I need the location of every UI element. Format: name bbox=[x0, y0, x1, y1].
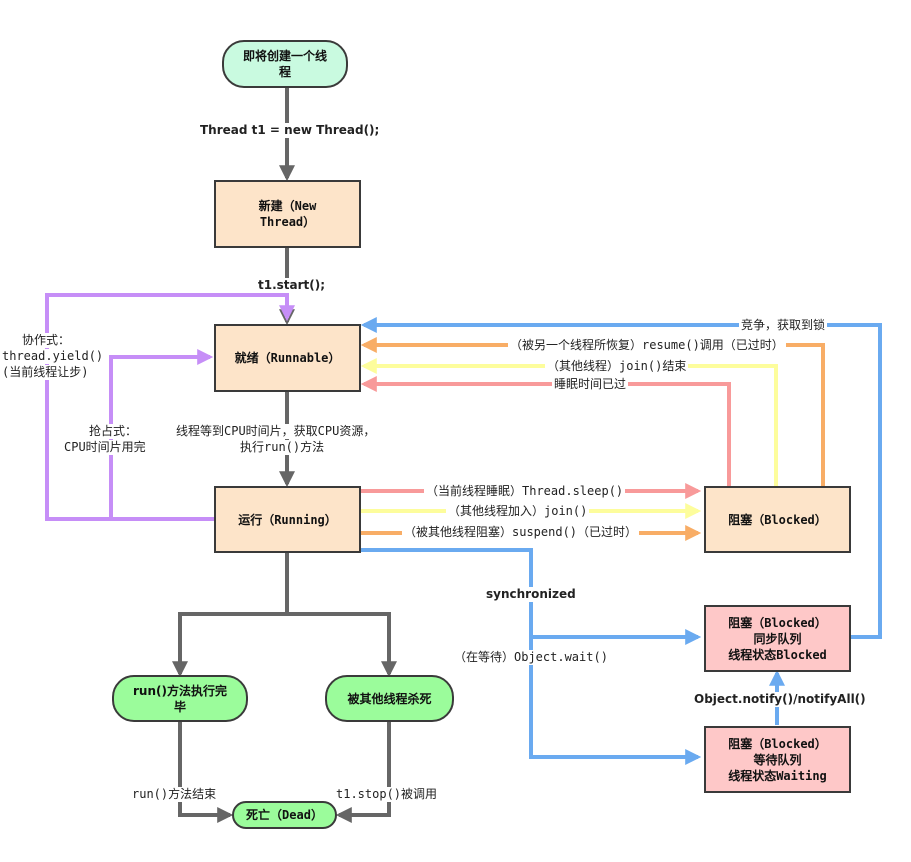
edge-wait bbox=[529, 637, 702, 765]
label-yield-2: thread.yield() bbox=[0, 349, 106, 364]
sync-queue-title: 阻塞（Blocked） bbox=[728, 615, 827, 630]
label-compete-lock: 竞争，获取到锁 bbox=[739, 318, 828, 333]
edge-preempt bbox=[109, 349, 214, 519]
node-blocked-label: 阻塞（Blocked） bbox=[728, 512, 827, 527]
wait-queue-name: 等待队列 bbox=[753, 752, 802, 767]
label-join: （其他线程加入）join() bbox=[446, 504, 590, 519]
node-killed: 被其他线程杀死 bbox=[325, 675, 454, 722]
node-dead: 死亡（Dead） bbox=[232, 801, 337, 829]
sync-queue-state: 线程状态Blocked bbox=[728, 647, 827, 662]
node-run-finished: run()方法执行完毕 bbox=[112, 675, 248, 722]
node-blocked-sync-queue: 阻塞（Blocked） 同步队列 线程状态Blocked bbox=[704, 605, 851, 672]
node-killed-label: 被其他线程杀死 bbox=[347, 691, 432, 706]
edge-killed-to-dead bbox=[335, 722, 391, 823]
label-preempt-2: CPU时间片用完 bbox=[62, 440, 148, 455]
edge-sleep-end bbox=[360, 376, 731, 486]
wait-queue-state: 线程状态Waiting bbox=[728, 768, 827, 783]
label-start: t1.start(); bbox=[256, 278, 328, 293]
node-about-to-create-label: 即将创建一个线程 bbox=[242, 49, 327, 79]
node-new-label: 新建（New Thread） bbox=[258, 199, 317, 229]
edge-run-done-to-dead bbox=[178, 722, 234, 823]
label-create-thread: Thread t1 = new Thread(); bbox=[198, 123, 382, 138]
node-new: 新建（New Thread） bbox=[214, 180, 361, 248]
node-run-finished-label: run()方法执行完毕 bbox=[133, 683, 227, 714]
node-runnable: 就绪（Runnable） bbox=[214, 324, 361, 392]
node-blocked: 阻塞（Blocked） bbox=[704, 486, 851, 553]
label-cpu-2: 执行run()方法 bbox=[238, 440, 327, 455]
label-yield-1: 协作式： bbox=[8, 333, 84, 348]
edge-running-to-killed bbox=[287, 612, 397, 678]
label-preempt-1: 抢占式： bbox=[74, 424, 152, 439]
label-stop-called: t1.stop()被调用 bbox=[334, 787, 440, 802]
label-cpu-1: 线程等到CPU时间片，获取CPU资源， bbox=[174, 424, 378, 439]
node-runnable-label: 就绪（Runnable） bbox=[234, 351, 341, 365]
edge-join-end bbox=[360, 358, 778, 486]
node-running-label: 运行（Running） bbox=[238, 512, 337, 527]
wait-queue-title: 阻塞（Blocked） bbox=[728, 736, 827, 751]
label-run-end: run()方法结束 bbox=[130, 787, 219, 802]
label-sleep-end: 睡眠时间已过 bbox=[552, 377, 629, 392]
node-running: 运行（Running） bbox=[214, 486, 361, 553]
edge-yield bbox=[45, 293, 295, 521]
label-join-end: （其他线程）join()结束 bbox=[545, 359, 689, 374]
label-suspend: （被其他线程阻塞）suspend()（已过时） bbox=[402, 525, 640, 540]
node-dead-label: 死亡（Dead） bbox=[246, 808, 323, 822]
edge-compete-lock bbox=[360, 317, 882, 639]
label-notify: Object.notify()/notifyAll() bbox=[692, 692, 868, 707]
node-blocked-wait-queue: 阻塞（Blocked） 等待队列 线程状态Waiting bbox=[704, 726, 851, 793]
label-sleep: （当前线程睡眠）Thread.sleep() bbox=[424, 484, 626, 499]
label-wait: （在等待）Object.wait() bbox=[452, 650, 610, 665]
edge-running-to-run-done bbox=[172, 553, 289, 678]
node-about-to-create: 即将创建一个线程 bbox=[222, 40, 348, 88]
label-resume: （被另一个线程所恢复）resume()调用（已过时） bbox=[508, 338, 786, 353]
label-synchronized: synchronized bbox=[484, 587, 578, 602]
sync-queue-name: 同步队列 bbox=[753, 631, 802, 646]
label-yield-3: (当前线程让步) bbox=[0, 365, 91, 380]
